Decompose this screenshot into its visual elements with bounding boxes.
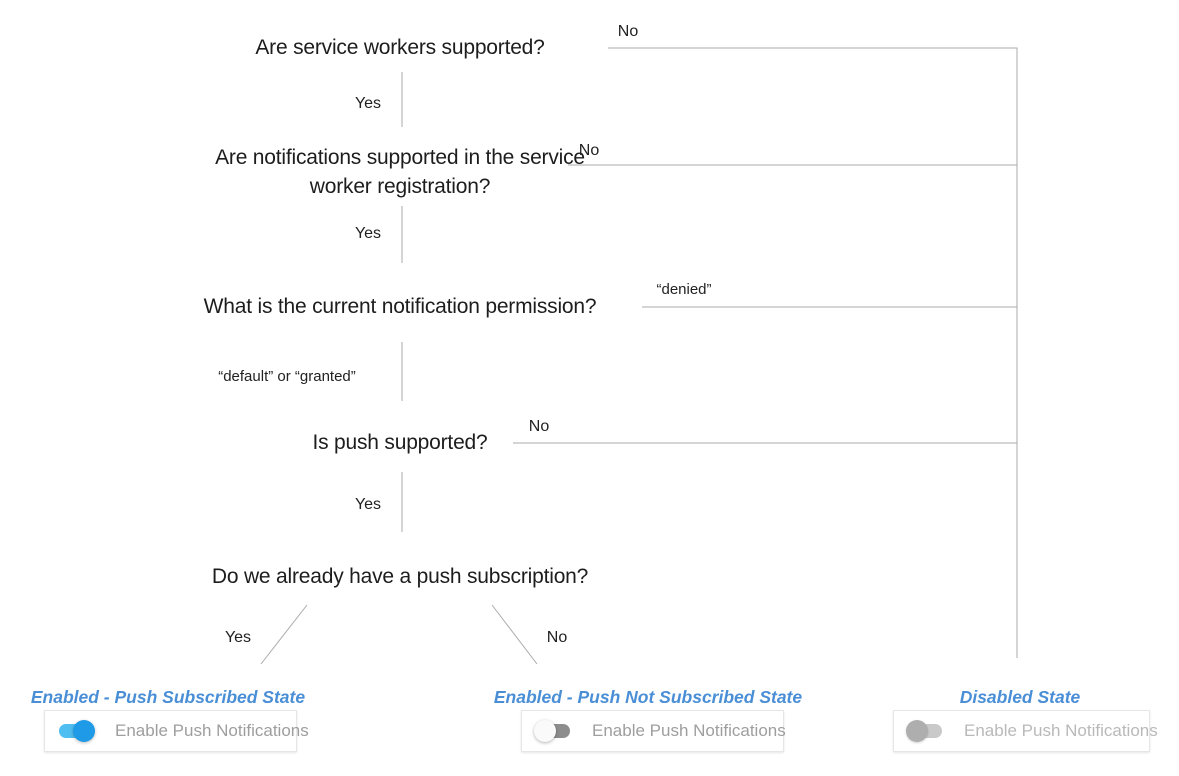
question-notifications-supported: Are notifications supported in the servi… xyxy=(215,146,585,198)
push-toggle-disabled[interactable] xyxy=(906,720,944,742)
edge-label-q5-yes: Yes xyxy=(224,629,252,646)
push-toggle-on[interactable] xyxy=(57,720,95,742)
toggle-thumb xyxy=(906,720,928,742)
toggle-thumb xyxy=(73,720,95,742)
question-push-supported: Is push supported? xyxy=(312,431,488,454)
toggle-label: Enable Push Notifications xyxy=(115,721,309,740)
card-disabled: Enable Push Notifications xyxy=(893,710,1158,752)
edge-label-q1-no: No xyxy=(617,23,639,40)
edge-label-q1-yes: Yes xyxy=(354,95,382,112)
card-push-subscribed: Enable Push Notifications xyxy=(44,710,309,752)
edge-label-q3-denied: “denied” xyxy=(656,281,712,298)
edge-label-q3-default-granted: “default” or “granted” xyxy=(218,368,356,385)
edge-label-q4-no: No xyxy=(528,418,550,435)
state-title-push-subscribed: Enabled - Push Subscribed State xyxy=(30,687,306,707)
edge-label-q2-yes: Yes xyxy=(354,225,382,242)
edge-q5-yes xyxy=(260,604,308,665)
toggle-label: Enable Push Notifications xyxy=(964,721,1158,740)
edge-q5-no xyxy=(491,604,538,665)
edge-label-q5-no: No xyxy=(546,629,568,646)
edge-q1-no-to-disabled xyxy=(608,47,1018,658)
toggle-thumb xyxy=(534,720,556,742)
edge-label-q2-no: No xyxy=(578,142,600,159)
push-toggle-off[interactable] xyxy=(534,720,572,742)
card-push-not-subscribed: Enable Push Notifications xyxy=(521,710,786,752)
question-service-workers: Are service workers supported? xyxy=(255,36,545,59)
state-title-push-not-subscribed: Enabled - Push Not Subscribed State xyxy=(493,687,803,707)
state-title-disabled: Disabled State xyxy=(959,687,1081,707)
question-push-subscription: Do we already have a push subscription? xyxy=(211,565,589,588)
toggle-label: Enable Push Notifications xyxy=(592,721,786,740)
question-notification-permission: What is the current notification permiss… xyxy=(203,295,597,318)
edge-label-q4-yes: Yes xyxy=(354,496,382,513)
